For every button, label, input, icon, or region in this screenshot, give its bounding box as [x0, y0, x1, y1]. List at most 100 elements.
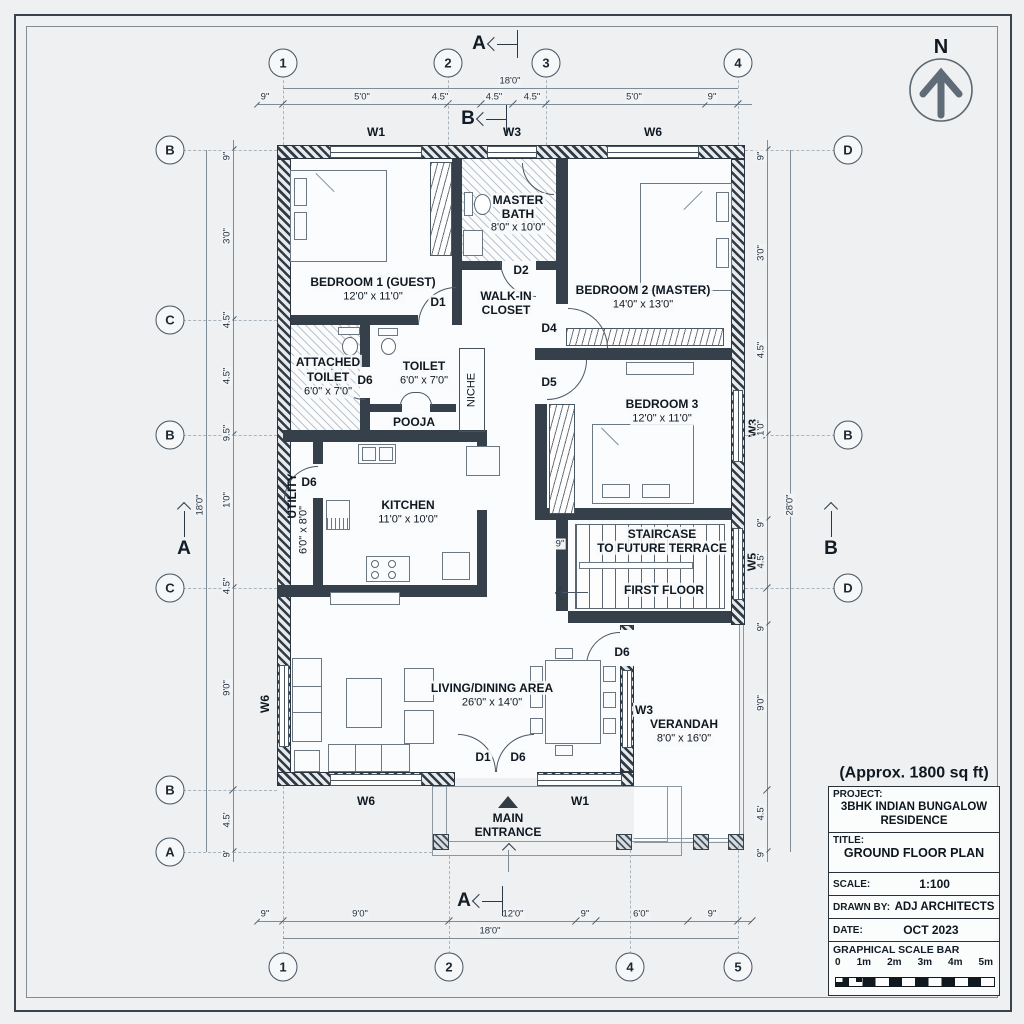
scalebar-tick-1: 1m: [856, 957, 872, 968]
kitchen-size: 11'0" x 10'0": [376, 513, 440, 527]
window-label-w1-top: W1: [367, 124, 385, 139]
grid-bubble-left-B3: B: [155, 775, 185, 805]
exterior-wall-left: [277, 159, 291, 786]
gridline-4-bottom: [630, 850, 631, 954]
scalebar-ticks: 0 1m 2m 3m 4m 5m: [829, 956, 999, 968]
gridline-3-top: [546, 75, 547, 145]
grid-bubble-bottom-1: 1: [268, 952, 298, 982]
scalebar-tick-5: 5m: [978, 957, 993, 968]
wardrobe-bedroom3: [549, 404, 575, 514]
title-block-scalebar-row: GRAPHICAL SCALE BAR 0 1m 2m 3m 4m 5m: [829, 942, 999, 997]
wall-kitchen-right-2: [477, 510, 487, 597]
graphical-scale-bar-checker: [836, 978, 862, 982]
scale-value: 1:100: [919, 876, 950, 891]
window-w1-top: [330, 146, 422, 158]
kitchen-sink-basin-left: [362, 447, 376, 461]
sofa-vertical: [292, 658, 322, 742]
title-value: GROUND FLOOR PLAN: [843, 846, 985, 860]
utility-size: 6'0" x 8'0": [297, 505, 310, 555]
toilet-tank-toilet: [378, 328, 398, 336]
sofa-three-seat: [328, 744, 410, 772]
dim-line-top-overall: [283, 88, 738, 89]
gridline-5-bottom: [738, 845, 739, 954]
grid-bubble-bottom-4: 4: [615, 952, 645, 982]
dining-chair-bottom: [555, 745, 573, 756]
dim-top-4: 4.5": [522, 91, 542, 103]
dim-bottom-3: 9": [579, 908, 591, 920]
wall-bedroom3-left: [535, 404, 547, 508]
grid-bubble-left-C2: C: [155, 573, 185, 603]
verandah-size: 8'0" x 16'0": [654, 732, 714, 746]
staircase-label2: TO FUTURE TERRACE: [595, 540, 729, 556]
dim-left-3: 4.5": [221, 366, 233, 386]
title-block-project-row: PROJECT: 3BHK INDIAN BUNGALOW RESIDENCE: [829, 787, 999, 833]
wall-kitchen-bottom: [277, 585, 487, 597]
kitchen-label: KITCHEN: [379, 497, 437, 513]
staircase-handrail: [579, 562, 693, 569]
burner-3: [371, 571, 379, 579]
door-label-d6-utility: D6: [299, 474, 319, 490]
dim-left-8: 4.5': [221, 811, 233, 829]
dim-left-2: 4.5": [221, 310, 233, 330]
entrance-axis-line: [508, 850, 509, 872]
wall-bedroom1-bottom: [291, 315, 418, 325]
grid-bubble-top-4: 4: [723, 48, 753, 78]
title-block-drawnby-row: DRAWN BY: ADJ ARCHITECTS: [829, 896, 999, 919]
staircase-sub-label: FIRST FLOOR: [622, 582, 706, 598]
dim-top-3: 4.5": [484, 91, 504, 103]
dresser-bedroom3: [626, 362, 694, 375]
wardrobe-bedroom1: [430, 162, 452, 256]
dim-right-overall: 28'0": [784, 493, 796, 517]
window-w1-front: [537, 774, 622, 786]
wall-pooja-1: [370, 404, 402, 412]
toilet-label: TOILET: [400, 358, 448, 374]
grid-bubble-left-B1: B: [155, 135, 185, 165]
scalebar-tick-3: 3m: [917, 957, 933, 968]
dim-right-0: 9": [755, 150, 767, 162]
staircase-run-line: [562, 592, 588, 594]
window-label-w6-top: W6: [644, 124, 662, 139]
dim-left-5: 1'0": [221, 491, 233, 509]
wall-bedroom1-right: [452, 159, 462, 325]
pooja-label: POOJA: [390, 414, 438, 430]
sink-masterbath: [463, 230, 483, 256]
grid-bubble-top-3: 3: [531, 48, 561, 78]
north-label: N: [933, 36, 949, 58]
dim-left-7: 9'0": [221, 679, 233, 697]
window-label-w6-left: W6: [257, 695, 272, 713]
dim-top-6: 9": [706, 91, 718, 103]
drawnby-value: ADJ ARCHITECTS: [894, 900, 995, 913]
dim-line-bottom-overall: [283, 938, 738, 939]
window-w3-right: [733, 390, 743, 462]
kitchen-cabinet: [442, 552, 470, 580]
bedroom2-label: BEDROOM 2 (MASTER): [573, 282, 713, 298]
entrance-label2: ENTRANCE: [474, 824, 542, 839]
grid-bubble-right-B: B: [833, 420, 863, 450]
dim-left-overall: 18'0": [194, 493, 206, 517]
wall-pooja-2: [430, 404, 456, 412]
dim-left-4: 9.5": [221, 423, 233, 443]
window-w3-top: [487, 146, 537, 158]
graphical-scale-bar: [835, 977, 995, 987]
door-label-d1: D1: [428, 294, 448, 310]
wall-masterbath-bottom-1: [462, 261, 502, 270]
attached-toilet-size: 6'0" x 7'0": [301, 385, 355, 399]
washing-machine: [326, 500, 350, 530]
toilet-bowl-masterbath: [474, 194, 491, 215]
sideboard: [330, 592, 400, 605]
gridline-2-bottom: [449, 856, 450, 954]
dim-right-2: 4.5": [755, 340, 767, 360]
scalebar-tick-2: 2m: [887, 957, 902, 968]
grid-bubble-left-C1: C: [155, 305, 185, 335]
kitchen-sink-basin-right: [379, 447, 393, 461]
wall-attached-toilet-right-2: [360, 398, 370, 430]
window-label-w3-top: W3: [503, 124, 521, 139]
dim-right-5: 4.5': [755, 552, 767, 570]
bedroom3-size: 12'0" x 11'0": [630, 412, 694, 426]
pillow-bedroom3-b: [642, 484, 670, 498]
pillow-bedroom1-a: [294, 178, 307, 206]
section-b-top-label: B: [461, 108, 475, 129]
niche-recess: [459, 348, 485, 432]
dim-top-overall: 18'0": [498, 75, 522, 87]
verandah-bottom-edge: [634, 838, 744, 843]
